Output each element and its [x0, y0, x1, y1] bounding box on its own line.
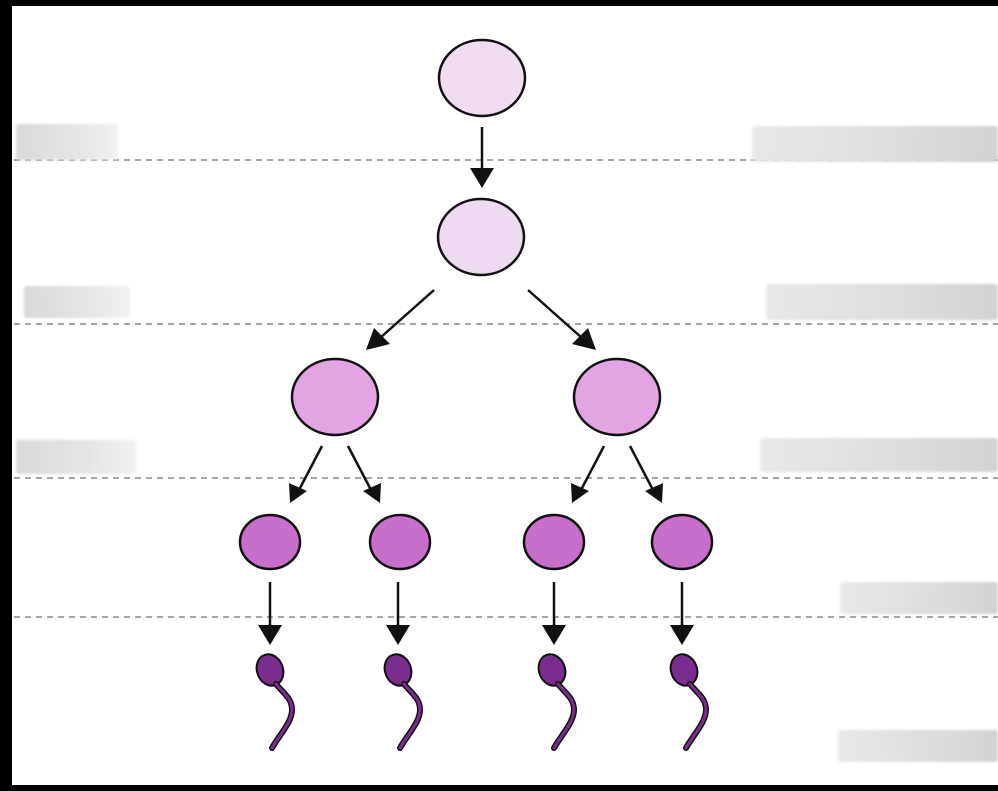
cell-stage4-2 — [368, 513, 432, 571]
arrow-down-icon — [258, 582, 282, 645]
arrowhead-icon — [470, 168, 494, 188]
label-box-right-3[interactable] — [760, 438, 998, 472]
cell-stage3-left — [290, 357, 380, 437]
cell-stage4-1 — [238, 513, 302, 571]
sperm-cell-icon — [537, 653, 578, 751]
arrow-down-icon — [670, 582, 694, 645]
label-box-left-2[interactable] — [24, 286, 130, 318]
cell-stage4-3 — [522, 513, 586, 571]
arrow-right-icon — [527, 289, 583, 339]
arrowhead-icon — [366, 328, 390, 350]
cell-stage3-right — [572, 357, 662, 437]
arrow-left-icon — [379, 289, 435, 339]
label-box-right-4[interactable] — [840, 582, 998, 614]
cell-stage1 — [437, 38, 527, 118]
arrowhead-icon — [571, 483, 589, 503]
arrow-icon — [628, 445, 655, 491]
label-box-right-5[interactable] — [838, 730, 998, 762]
sperm-cell-icon — [669, 653, 710, 751]
arrowhead-icon — [645, 483, 663, 503]
label-box-right-2[interactable] — [766, 284, 998, 320]
arrow-icon — [579, 445, 606, 491]
arrowhead-icon — [363, 483, 381, 503]
sperm-cell-icon — [383, 653, 424, 751]
arrowhead-icon — [289, 483, 307, 503]
arrow-icon — [297, 445, 324, 491]
label-box-left-1[interactable] — [16, 124, 118, 160]
arrow-down-icon — [542, 582, 566, 645]
cell-stage2 — [436, 197, 526, 277]
cell-stage4-4 — [650, 513, 714, 571]
sperm-cell-icon — [255, 653, 296, 751]
arrow-down-icon — [386, 582, 410, 645]
label-box-right-1[interactable] — [752, 126, 998, 162]
arrow-icon — [346, 445, 373, 491]
arrowhead-icon — [572, 328, 596, 350]
label-box-left-3[interactable] — [16, 440, 136, 474]
